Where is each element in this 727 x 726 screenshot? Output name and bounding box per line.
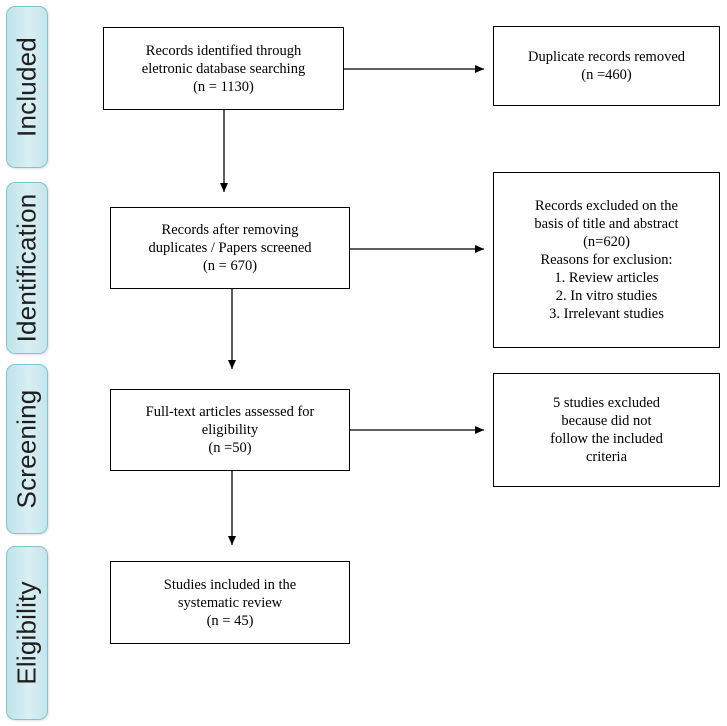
studies-excluded-line-3: follow the included — [550, 431, 663, 447]
excluded-title-abstract-box: Records excluded on the basis of title a… — [493, 172, 720, 348]
phase-screening: Screening — [6, 364, 48, 534]
duplicates-removed-line-1: Duplicate records removed — [527, 49, 685, 65]
after-duplicates-count: (n = 670) — [202, 258, 258, 274]
phase-eligibility: Eligibility — [6, 546, 48, 720]
full-text-count: (n =50) — [208, 440, 252, 456]
studies-excluded-line-4: criteria — [585, 449, 628, 465]
studies-included-count: (n = 45) — [206, 612, 254, 629]
duplicates-removed-box: Duplicate records removed (n =460) — [493, 26, 720, 106]
after-duplicates-line-1: Records after removing — [161, 222, 299, 238]
duplicates-removed-count: (n =460) — [581, 67, 632, 83]
phase-included: Included — [6, 6, 48, 168]
phase-identification: Identification — [6, 182, 48, 354]
excluded-title-abstract-count: (n=620) — [583, 234, 630, 250]
full-text-line-2: eligibility — [201, 422, 259, 438]
excluded-title-abstract-line-1: Records excluded on the — [535, 198, 678, 214]
studies-excluded-line-1: 5 studies excluded — [552, 395, 661, 411]
phase-screening-label: Screening — [11, 389, 42, 509]
studies-included-line-1: Studies included in the — [163, 576, 297, 593]
phase-included-label: Included — [11, 37, 42, 137]
after-duplicates-line-2: duplicates / Papers screened — [148, 240, 312, 256]
phase-eligibility-label: Eligibility — [11, 581, 42, 685]
full-text-box: Full-text articles assessed for eligibil… — [110, 389, 350, 471]
studies-excluded-line-2: because did not — [561, 413, 652, 429]
full-text-line-1: Full-text articles assessed for — [145, 404, 315, 420]
studies-included-line-2: systematic review — [177, 594, 283, 611]
excluded-title-abstract-line-2: basis of title and abstract — [534, 216, 679, 232]
records-identified-count: (n = 1130) — [193, 78, 254, 95]
exclusion-reason-2: 2. In vitro studies — [555, 288, 658, 304]
records-identified-line-2: eletronic database searching — [141, 60, 306, 77]
phase-identification-label: Identification — [11, 193, 42, 343]
exclusion-reason-3: 3. Irrelevant studies — [549, 306, 664, 322]
studies-excluded-box: 5 studies excluded because did not follo… — [493, 373, 720, 487]
records-identified-box: Records identified through eletronic dat… — [103, 27, 344, 110]
exclusion-reasons-heading: Reasons for exclusion: — [540, 252, 673, 268]
studies-included-box: Studies included in the systematic revie… — [110, 561, 350, 644]
after-duplicates-box: Records after removing duplicates / Pape… — [110, 207, 350, 289]
exclusion-reason-1: 1. Review articles — [554, 270, 659, 286]
records-identified-line-1: Records identified through — [145, 42, 302, 59]
